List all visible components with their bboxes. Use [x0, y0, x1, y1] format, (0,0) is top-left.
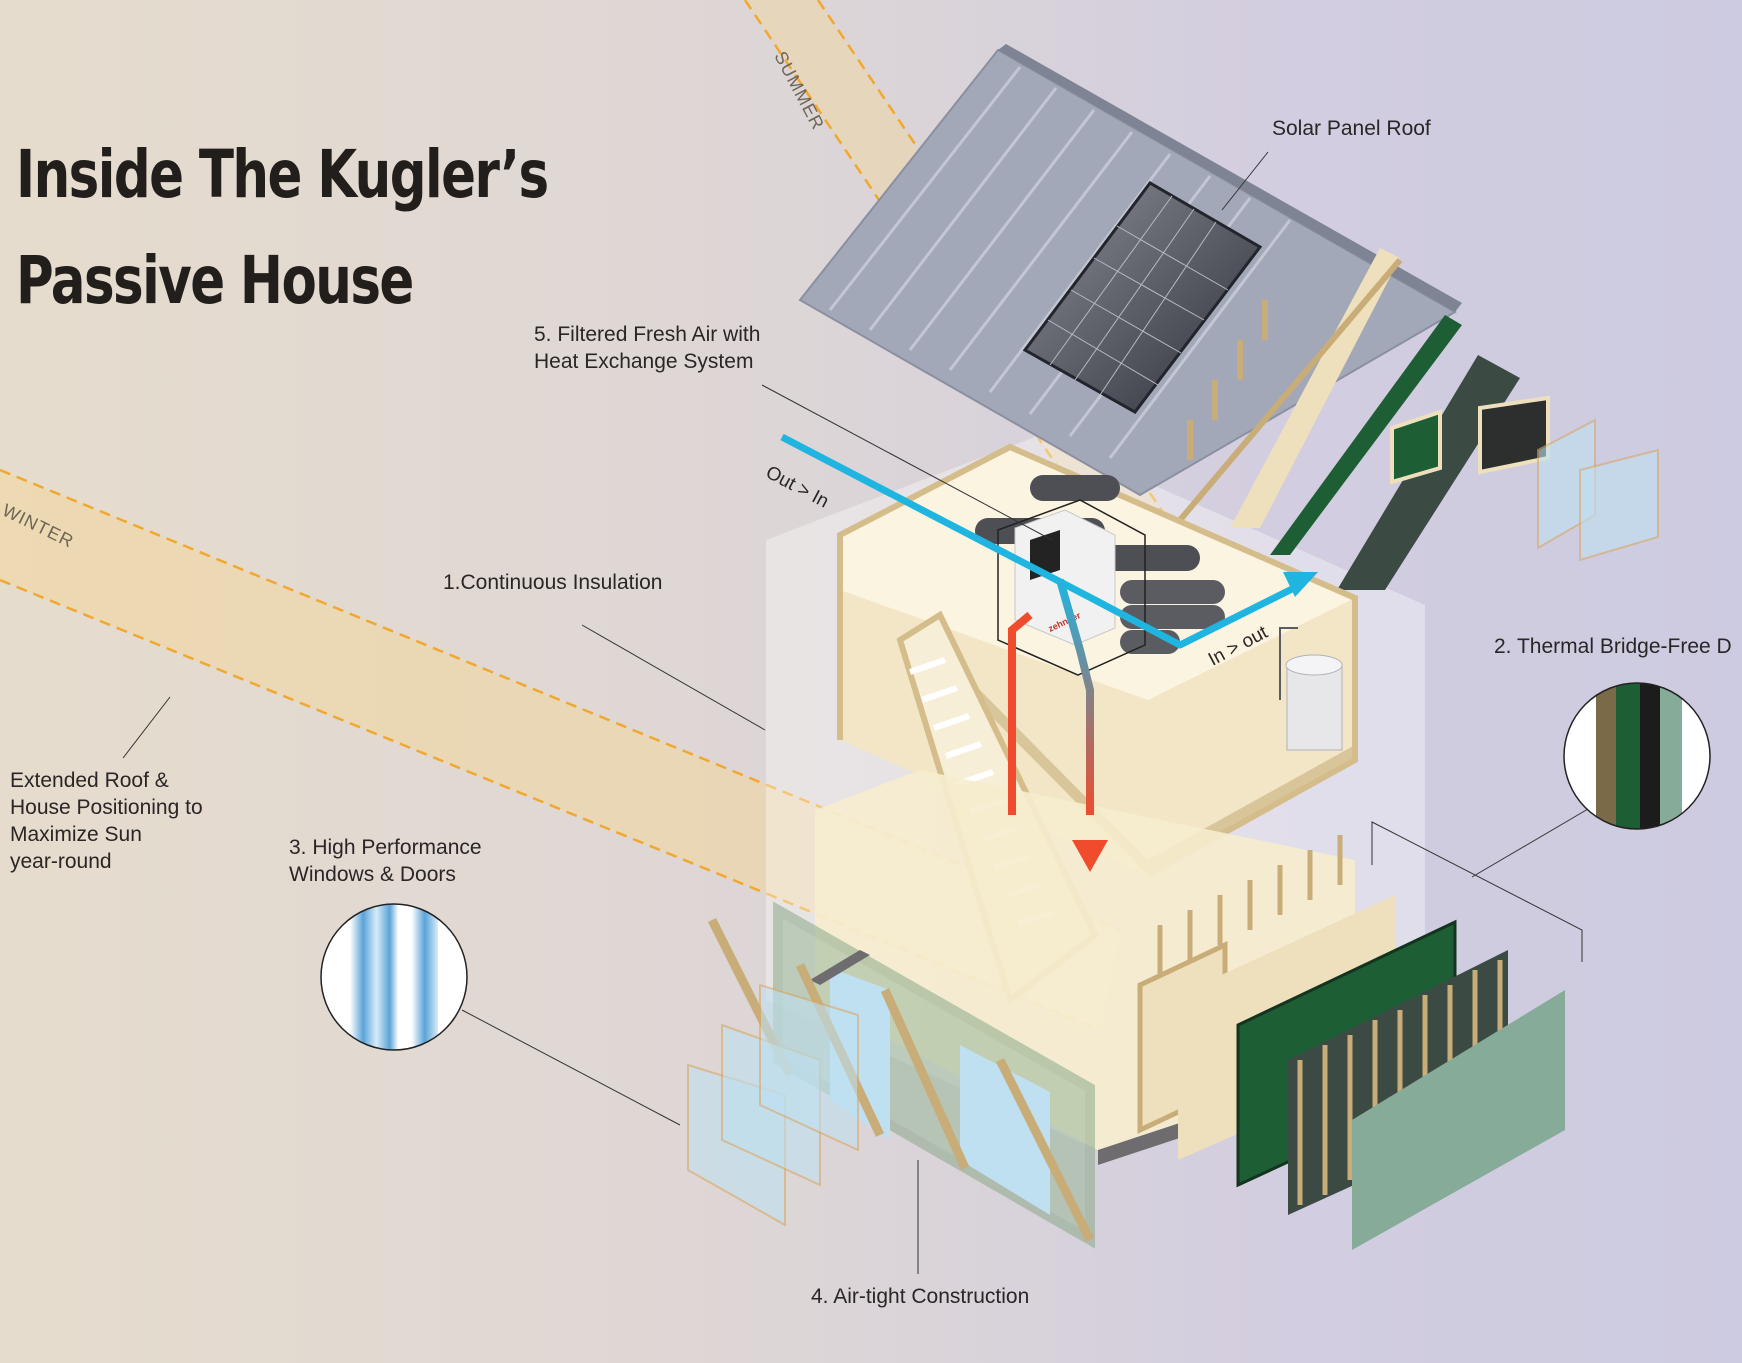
leader-extended-roof [122, 696, 171, 759]
fresh-air-label: 5. Filtered Fresh Air with Heat Exchange… [534, 323, 761, 373]
glass-detail-circle [320, 903, 468, 1051]
leader-thermal-bridge [1371, 821, 1583, 962]
solar-panel [1022, 181, 1263, 414]
solar-panel-roof-label: Solar Panel Roof [1272, 117, 1431, 140]
page-title: Inside The Kugler’s Passive House [16, 136, 549, 319]
water-tank [1279, 627, 1343, 751]
side-wall-layers [1137, 835, 1565, 1250]
fresh-air-arrowhead [1283, 572, 1318, 597]
leader-windows [461, 1009, 681, 1126]
windows-label: 3. High Performance Windows & Doors [289, 836, 482, 886]
leader-fresh-air [761, 384, 1053, 541]
fresh-air-arrow [780, 433, 1302, 649]
leader-insulation [581, 624, 766, 731]
leader-thermal-bridge-circle [1471, 808, 1589, 878]
airtight-label: 4. Air-tight Construction [811, 1285, 1030, 1308]
warm-air-arrowhead [1072, 840, 1108, 872]
heat-recovery-unit [997, 499, 1146, 676]
warm-air-duct [1008, 611, 1033, 815]
gable-wall-assembly [1177, 248, 1550, 590]
extended-roof-label: Extended Roof & House Positioning to Max… [10, 769, 203, 873]
thermal-bridge-label: 2. Thermal Bridge-Free D [1494, 635, 1732, 658]
exhaust-duct [1056, 578, 1094, 815]
wall-layers-detail-circle [1563, 682, 1711, 830]
leader-solar-roof [1221, 151, 1269, 211]
gable-window-glass [1537, 418, 1659, 562]
insulation-label: 1.Continuous Insulation [443, 571, 663, 594]
window-panes [687, 983, 859, 1227]
